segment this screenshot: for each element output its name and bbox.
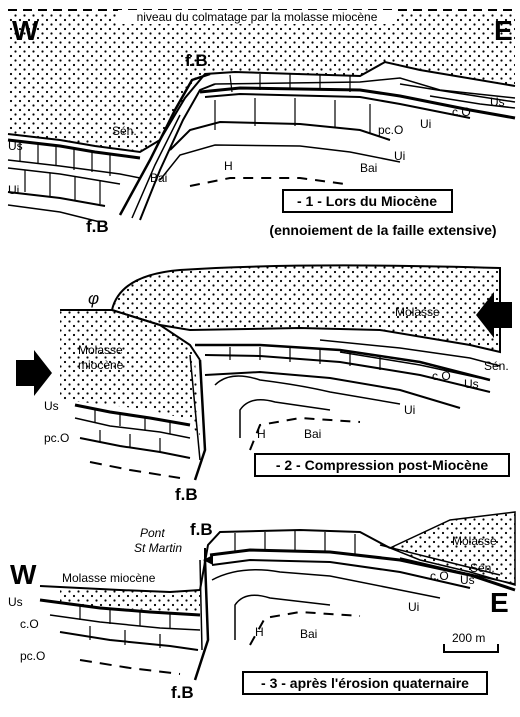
p3-pont-2: St Martin	[134, 541, 182, 555]
compression-arrow-right-icon	[476, 292, 512, 338]
p2-phi: φ	[88, 289, 99, 308]
p3-fault-bottom: f.B	[171, 683, 194, 702]
p3-us-right: Us	[460, 573, 475, 587]
p1-fault-top: f.B	[185, 51, 208, 70]
p3-caption-box	[242, 671, 488, 695]
p3-fault-top: f.B	[190, 520, 213, 539]
p1-ui-right: Ui	[420, 117, 431, 131]
p1-ui-right2: Ui	[394, 149, 405, 163]
p3-bai: Bai	[300, 627, 317, 641]
p3-east-label: E	[490, 587, 509, 618]
header-text: niveau du colmatage par la molasse miocè…	[137, 10, 378, 24]
p2-molasse-miocene-1: Molasse	[78, 343, 123, 357]
p1-us-left: Us	[8, 139, 23, 153]
p2-pco-left: pc.O	[44, 431, 69, 445]
p2-caption-box	[254, 453, 510, 477]
p1-ui-left: Ui	[8, 183, 19, 197]
p2-bai: Bai	[304, 427, 321, 441]
p3-co-right: c.O	[430, 569, 449, 583]
p3-scale-label: 200 m	[452, 631, 485, 645]
p1-sen: Sén.	[112, 124, 137, 138]
p1-us-right: Us	[490, 95, 505, 109]
header-bg	[118, 10, 396, 24]
p2-molasse-left	[60, 310, 200, 440]
west-label: W	[12, 15, 39, 46]
p3-pco-left: pc.O	[20, 649, 45, 663]
p3-ui-right: Ui	[408, 600, 419, 614]
p1-subcaption: (ennoiement de la faille extensive)	[269, 222, 496, 238]
p3-molasse: Molasse	[452, 534, 497, 548]
panel-2	[16, 264, 512, 481]
p3-co-left: c.O	[20, 617, 39, 631]
p1-caption: - 1 - Lors du Miocène	[297, 193, 437, 209]
p3-caption: - 3 - après l'érosion quaternaire	[261, 675, 469, 691]
p1-bai-left: Bai	[150, 171, 167, 185]
p2-molasse: Molasse	[395, 305, 440, 319]
p2-sen: Sén.	[484, 359, 509, 373]
p1-bai-right: Bai	[360, 161, 377, 175]
p2-fault: f.B	[175, 485, 198, 504]
p2-us-left: Us	[44, 399, 59, 413]
molasse-fill	[8, 12, 515, 152]
p1-h: H	[224, 159, 233, 173]
p3-molasse-miocene: Molasse miocène	[62, 571, 156, 585]
p2-ui-right: Ui	[404, 403, 415, 417]
p2-molasse-miocene-2: miocène	[78, 358, 124, 372]
p1-pco-right: pc.O	[378, 123, 403, 137]
p2-us-right: Us	[464, 377, 479, 391]
p3-pont-1: Pont	[140, 526, 165, 540]
compression-arrow-left-icon	[16, 350, 52, 396]
p1-caption-box	[282, 189, 453, 213]
scale-bar	[443, 644, 499, 653]
p1-fault-bottom: f.B	[86, 217, 109, 236]
p3-us-left: Us	[8, 595, 23, 609]
p2-co-right: c.O	[432, 369, 451, 383]
p1-co-right: c.O	[452, 105, 471, 119]
p2-caption: - 2 - Compression post-Miocène	[276, 457, 489, 473]
panel-3	[39, 511, 516, 681]
p3-molasse-right	[388, 511, 516, 586]
p3-sen: Sén.	[470, 561, 495, 575]
panel-1	[7, 9, 516, 223]
p3-h: H	[255, 625, 264, 639]
p3-west-label: W	[10, 559, 37, 590]
p2-h: H	[257, 427, 266, 441]
east-label: E	[494, 15, 513, 46]
